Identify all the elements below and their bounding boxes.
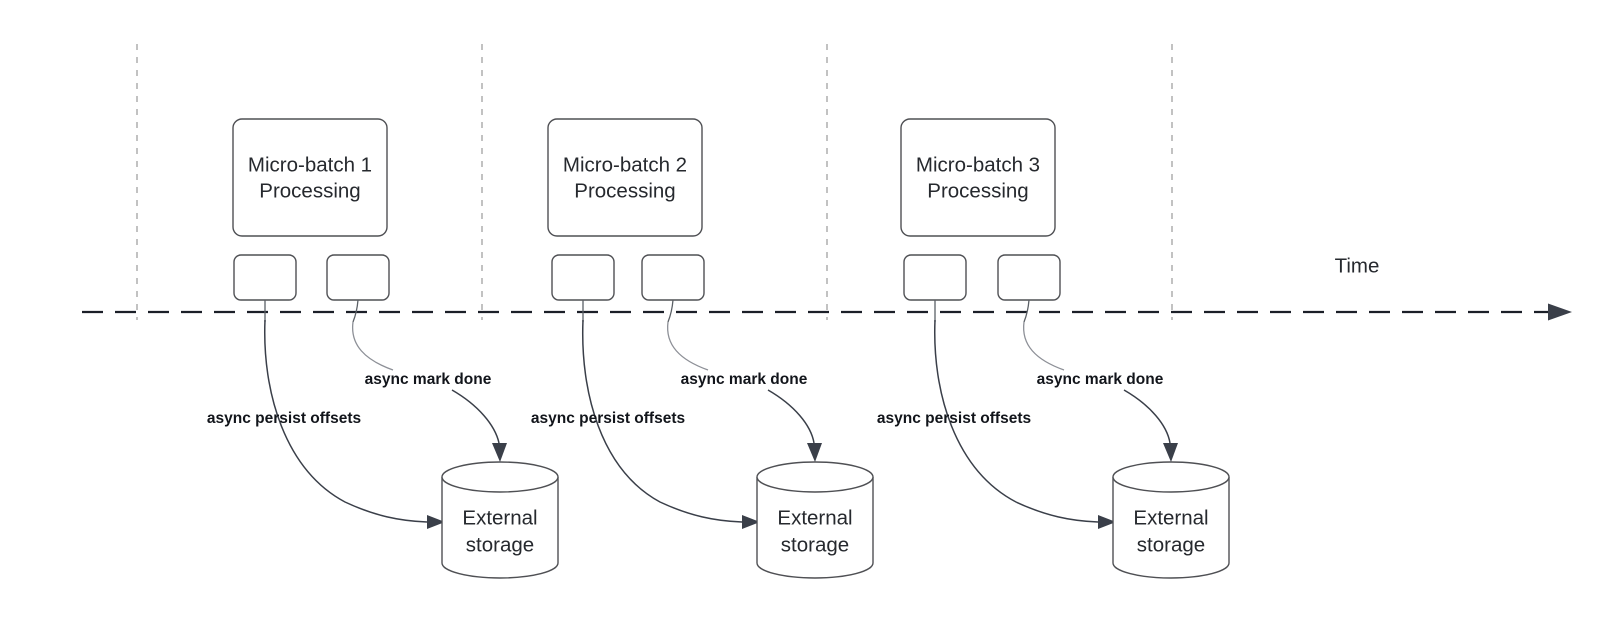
micro-batch-1-task-b-stub (352, 299, 359, 323)
async-persist-offsets-edge-1 (264, 319, 428, 523)
external-storage-2-body (756, 477, 874, 579)
async-mark-done-edge-2 (767, 389, 815, 444)
group-1: Micro-batch 1 Processing async persist o… (207, 118, 559, 579)
async-persist-offsets-arrowhead-3 (1098, 515, 1116, 529)
micro-batch-1-task-b[interactable] (326, 254, 390, 301)
external-storage-2-line2: storage (781, 533, 849, 556)
group-2: Micro-batch 2 Processing async persist o… (531, 118, 874, 579)
micro-batch-3-box[interactable] (900, 118, 1056, 237)
async-persist-offsets-arrowhead-1 (427, 515, 445, 529)
async-mark-done-stub-2 (667, 321, 709, 371)
external-storage-3[interactable]: External storage (1112, 461, 1230, 579)
external-storage-1-line2: storage (466, 533, 534, 556)
micro-batch-2-line1: Micro-batch 2 (563, 153, 687, 176)
time-axis-label: Time (1335, 254, 1380, 277)
async-persist-offsets-label-2: async persist offsets (531, 410, 685, 427)
time-axis (82, 303, 1572, 321)
micro-batch-3-task-b-stub (1023, 299, 1030, 323)
async-mark-done-edge-1 (451, 389, 500, 444)
async-mark-done-stub-1 (352, 321, 394, 371)
micro-batch-2-task-b[interactable] (641, 254, 705, 301)
external-storage-3-top (1112, 461, 1230, 493)
async-mark-done-arrowhead-3 (1163, 443, 1178, 462)
micro-batch-3-task-b[interactable] (997, 254, 1061, 301)
async-mark-done-arrowhead-2 (807, 443, 822, 462)
micro-batch-1-task-a[interactable] (233, 254, 297, 301)
external-storage-1[interactable]: External storage (441, 461, 559, 579)
async-mark-done-label-1: async mark done (365, 371, 492, 388)
async-mark-done-arrowhead-1 (492, 443, 507, 462)
micro-batch-2-line2: Processing (574, 179, 675, 202)
async-mark-done-label-2: async mark done (681, 371, 808, 388)
group-3: Micro-batch 3 Processing async persist o… (877, 118, 1230, 579)
async-mark-done-edge-3 (1123, 389, 1171, 444)
external-storage-3-body (1112, 477, 1230, 579)
external-storage-1-line1: External (462, 506, 537, 529)
micro-batch-3-task-a[interactable] (903, 254, 967, 301)
async-persist-offsets-label-3: async persist offsets (877, 410, 1031, 427)
async-mark-done-label-3: async mark done (1037, 371, 1164, 388)
external-storage-3-line1: External (1133, 506, 1208, 529)
async-persist-offsets-edge-3 (934, 319, 1099, 523)
micro-batch-2-task-a[interactable] (551, 254, 615, 301)
micro-batch-2-task-b-stub (667, 299, 674, 323)
micro-batch-2-box[interactable] (547, 118, 703, 237)
async-mark-done-stub-3 (1023, 321, 1065, 371)
external-storage-3-line2: storage (1137, 533, 1205, 556)
micro-batch-1-line2: Processing (259, 179, 360, 202)
external-storage-1-top (441, 461, 559, 493)
micro-batch-3-line1: Micro-batch 3 (916, 153, 1040, 176)
external-storage-2-top (756, 461, 874, 493)
micro-batch-1-line1: Micro-batch 1 (248, 153, 372, 176)
micro-batch-1-box[interactable] (232, 118, 388, 237)
async-persist-offsets-edge-2 (581, 319, 743, 523)
async-persist-offsets-label-1: async persist offsets (207, 410, 361, 427)
external-storage-2-line1: External (777, 506, 852, 529)
external-storage-2[interactable]: External storage (756, 461, 874, 579)
micro-batch-3-line2: Processing (927, 179, 1028, 202)
external-storage-1-body (441, 477, 559, 579)
async-persist-offsets-arrowhead-2 (742, 515, 760, 529)
time-axis-arrowhead (1548, 303, 1572, 321)
